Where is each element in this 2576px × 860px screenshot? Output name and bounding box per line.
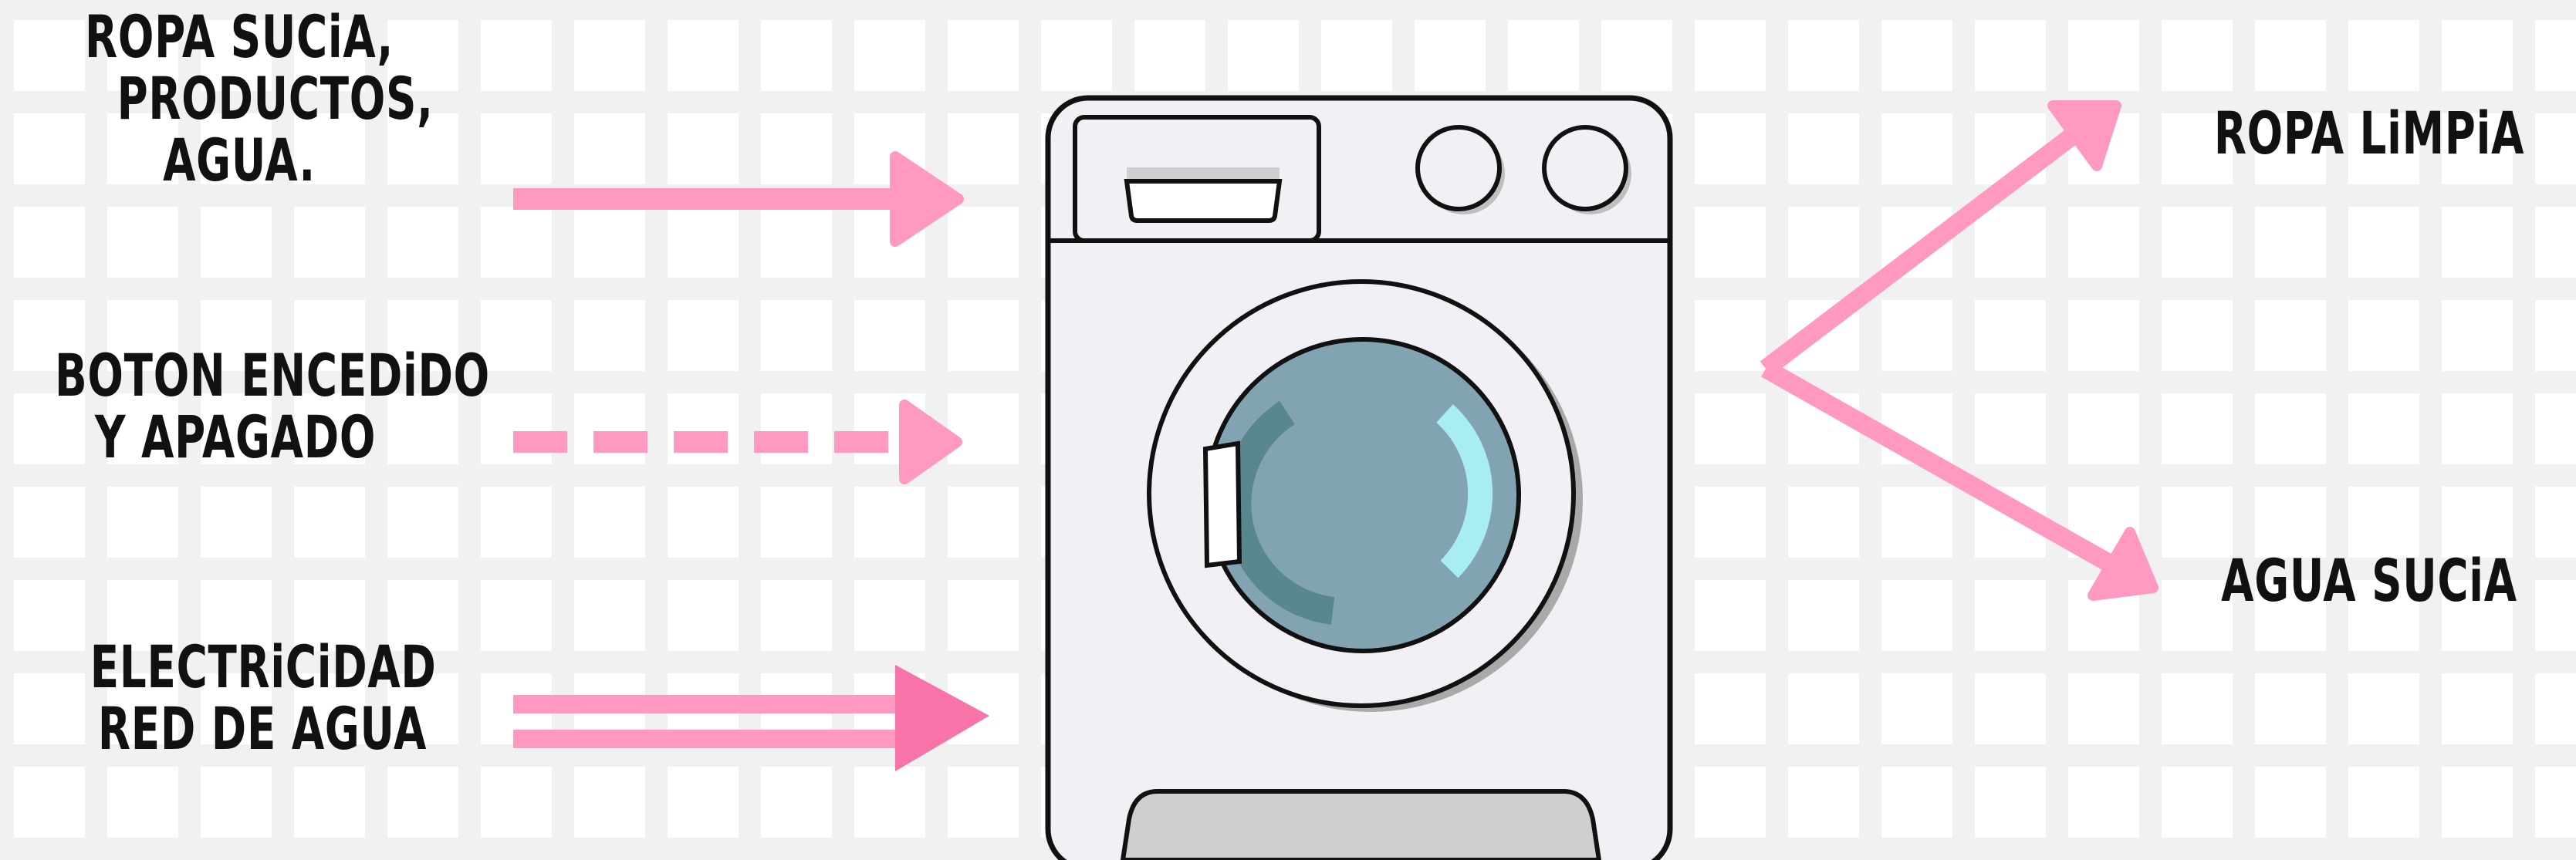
input-materials-line-2: PRODUCTOS, [83, 68, 394, 130]
grid-line-vertical [2046, 0, 2060, 860]
input-resources-line-2: RED DE AGUA [90, 698, 434, 760]
arrow-clean-clothes-output [1766, 106, 2116, 369]
grid-line-vertical [2139, 0, 2153, 860]
input-control-line-2: Y APAGADO [55, 406, 416, 468]
input-resources-line-1: ELECTRiCiDAD [90, 636, 434, 698]
grid-line-vertical [0, 0, 14, 860]
output-dirty-water-text: AGUA SUCiA [2213, 550, 2524, 612]
arrow-materials-input [513, 157, 958, 241]
input-control-line-1: BOTON ENCEDiDO [55, 345, 416, 406]
grid-line-vertical [1672, 0, 1686, 860]
grid-line-vertical [458, 0, 472, 860]
grid-line-vertical [1952, 0, 1966, 860]
input-materials-line-3: AGUA. [83, 130, 394, 191]
washing-machine-icon [1048, 98, 1670, 860]
input-materials-label: ROPA SUCiA, PRODUCTOS, AGUA. [83, 6, 394, 191]
input-materials-line-1: ROPA SUCiA, [83, 6, 394, 68]
input-resources-label: ELECTRiCiDAD RED DE AGUA [90, 636, 434, 760]
output-clean-clothes-label: ROPA LiMPiA [2213, 103, 2524, 164]
output-dirty-water-label: AGUA SUCiA [2213, 550, 2524, 612]
grid-line-vertical [1019, 0, 1033, 860]
grid-line-vertical [1766, 0, 1780, 860]
output-clean-clothes-text: ROPA LiMPiA [2213, 103, 2524, 164]
input-control-label: BOTON ENCEDiDO Y APAGADO [55, 345, 416, 468]
